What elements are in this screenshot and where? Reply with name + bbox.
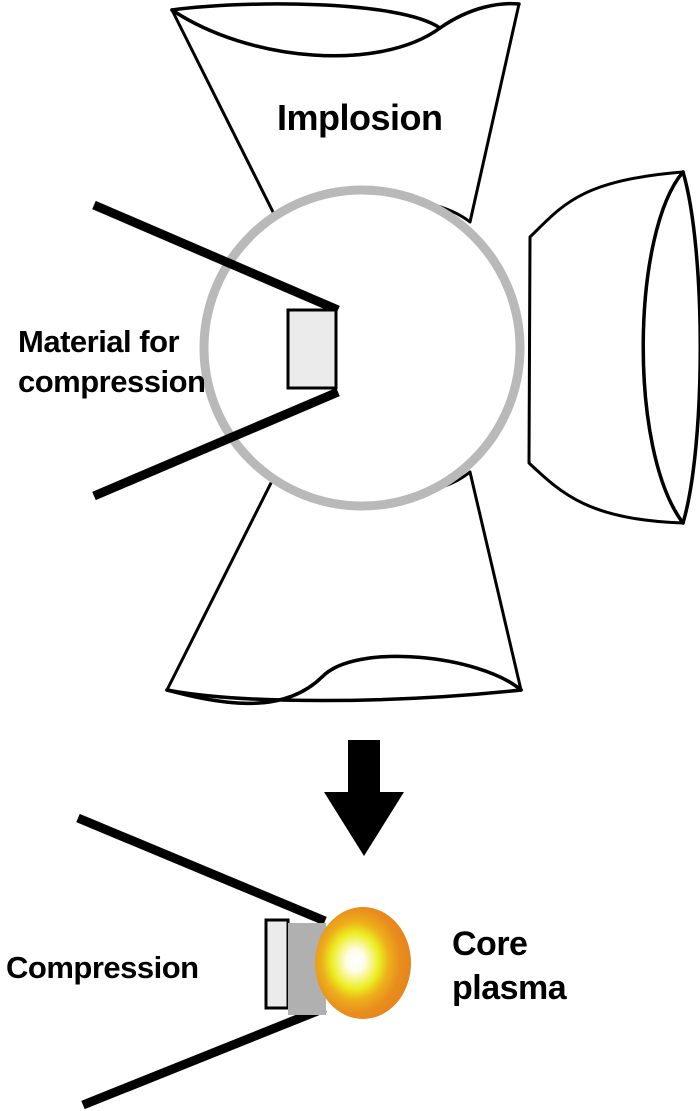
compression-stage-panel: Compression Core plasma [6,813,568,1110]
core-plasma-label-line2: plasma [452,969,568,1007]
gold-cone-left-compressed [76,813,327,1110]
top-cone-rim-front-arc [170,8,442,58]
gold-cone-lower-wall-compressed [81,1003,327,1110]
downward-arrow-icon [324,740,404,856]
gold-cone-lower-wall [92,387,340,501]
compressed-material-block-light [264,918,290,1010]
core-plasma-label-line1: Core [452,925,527,963]
gold-cone-upper-wall [92,200,340,315]
gold-cone-upper-wall-compressed [76,813,327,926]
fuel-shell-circle [199,185,525,511]
bottom-cone-rim-front-arc [165,654,523,706]
gold-cone-left [92,200,340,501]
top-cone-rim-back-edge [170,1,521,31]
bottom-cone-rim-back-edge [165,688,523,703]
material-for-compression-label-line1: Material for [18,324,180,359]
implosion-label: Implosion [277,97,443,138]
transition-arrow-group [324,740,404,856]
right-cone-rim-front-arc [641,170,685,525]
right-laser-cone [527,170,700,525]
material-for-compression-label-line2: compression [18,364,205,399]
material-for-compression-block [286,308,338,390]
implosion-stage-panel: Implosion Material for compression [18,1,700,706]
compression-label: Compression [6,950,199,985]
right-cone-rim-back-edge [681,170,700,525]
core-plasma-sphere [315,907,411,1019]
